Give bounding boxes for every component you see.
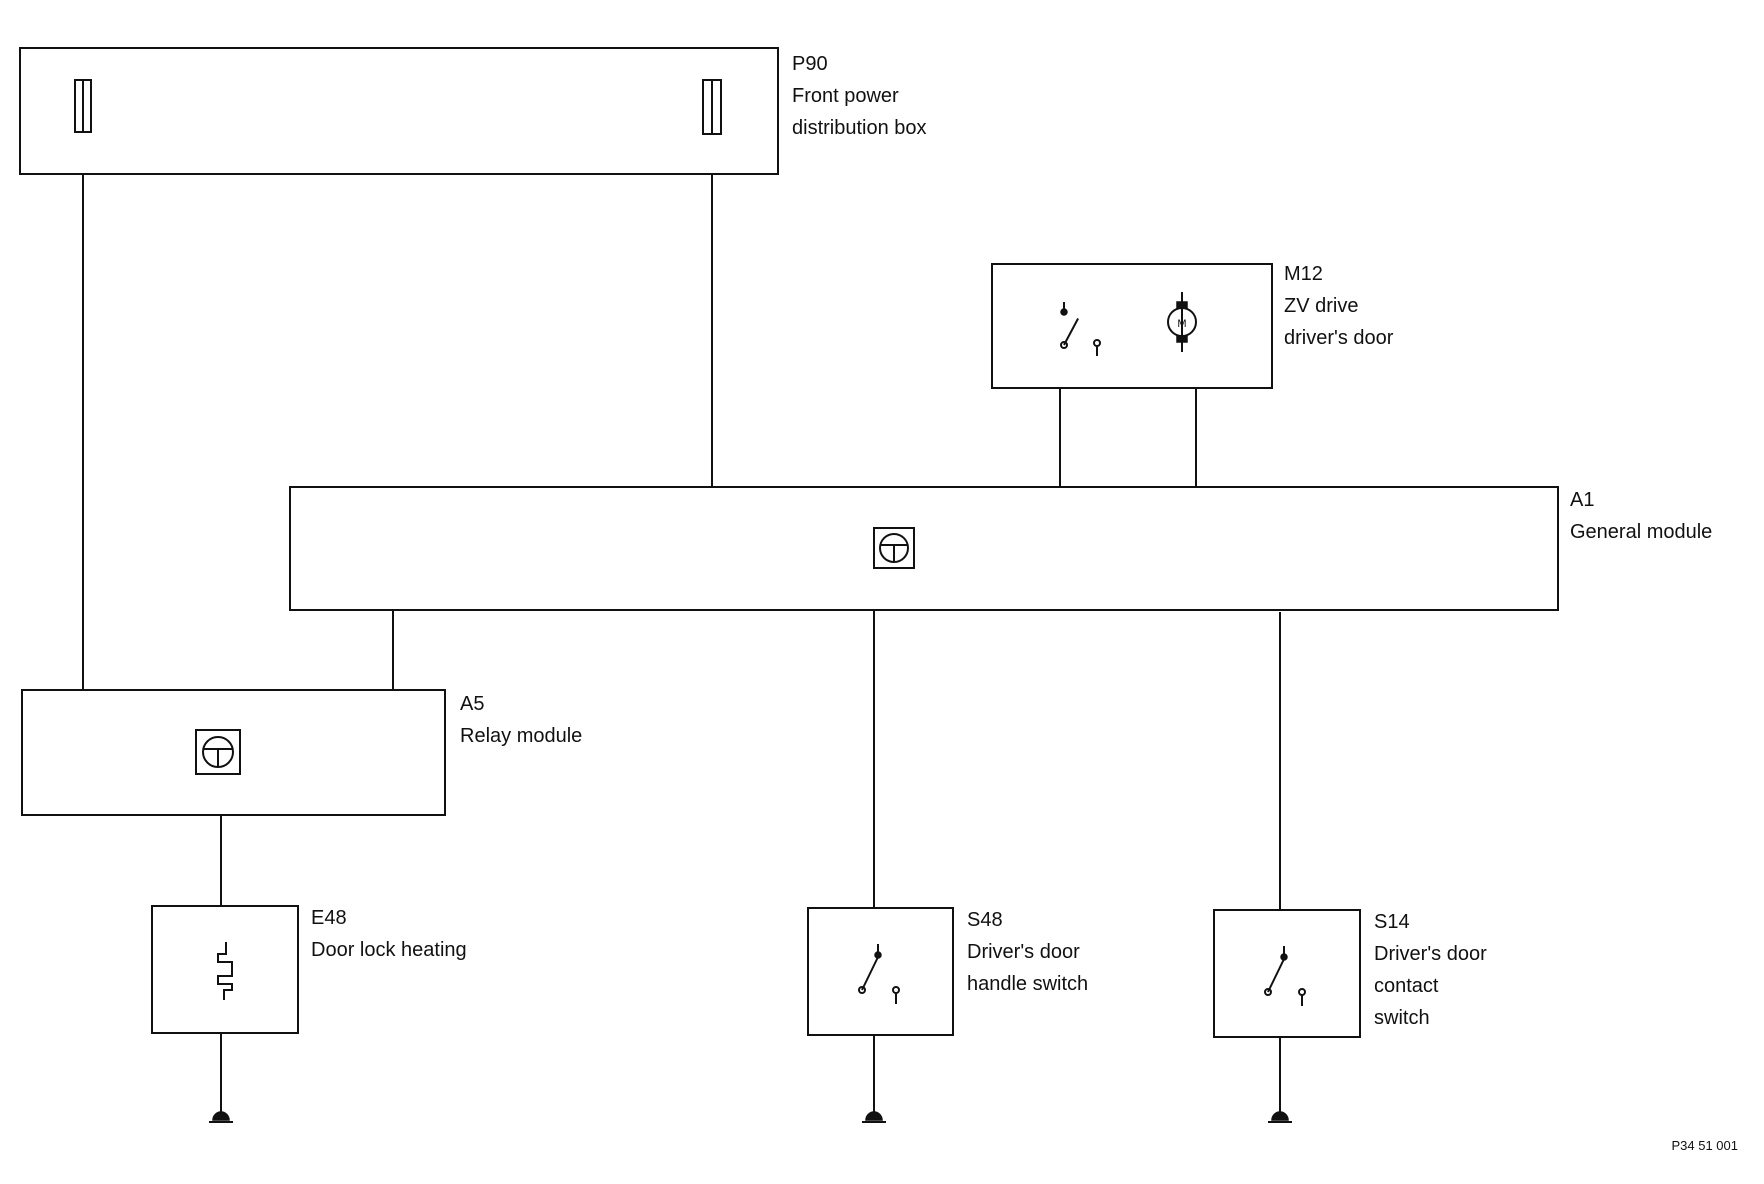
- e48-desc-line-1: Door lock heating: [311, 939, 467, 961]
- motor-icon: M: [1167, 292, 1197, 352]
- ground-icon: [212, 1111, 230, 1121]
- s14-id-label: S14: [1374, 911, 1410, 933]
- a1-desc-line-1: General module: [1570, 521, 1712, 543]
- switch-icon: [1060, 302, 1101, 356]
- ground-e48: [209, 1111, 233, 1123]
- heating-element-icon: [217, 942, 233, 1000]
- s14-desc-line-2: contact: [1374, 975, 1439, 997]
- figure-reference: P34 51 001: [1671, 1138, 1738, 1153]
- p90-desc-line-1: Front power: [792, 85, 899, 107]
- component-e48: E48 Door lock heating: [151, 905, 467, 1034]
- component-p90: P90 Front power distribution box: [19, 47, 927, 175]
- component-s48: S48 Driver's door handle switch: [807, 907, 1088, 1036]
- control-unit-icon: [873, 527, 915, 569]
- s48-id-label: S48: [967, 909, 1003, 931]
- p90-id-label: P90: [792, 53, 828, 75]
- switch-icon: [858, 944, 900, 1004]
- e48-box: [151, 905, 299, 1034]
- m12-id-label: M12: [1284, 263, 1323, 285]
- s14-desc-line-3: switch: [1374, 1007, 1430, 1029]
- e48-id-label: E48: [311, 907, 347, 929]
- s48-box: [807, 907, 954, 1036]
- a5-desc-line-1: Relay module: [460, 725, 582, 747]
- component-m12: M M12 ZV drive driver's door: [991, 263, 1394, 389]
- s14-desc-line-1: Driver's door: [1374, 943, 1487, 965]
- s48-desc-line-2: handle switch: [967, 973, 1088, 995]
- a1-box: [289, 486, 1559, 611]
- svg-text:M: M: [1177, 318, 1186, 330]
- ground-s14: [1268, 1111, 1292, 1123]
- component-s14: S14 Driver's door contact switch: [1213, 909, 1487, 1038]
- s48-desc-line-1: Driver's door: [967, 941, 1080, 963]
- m12-desc-line-2: driver's door: [1284, 327, 1394, 349]
- ground-icon: [865, 1111, 883, 1121]
- ground-s48: [862, 1111, 886, 1123]
- a5-id-label: A5: [460, 693, 484, 715]
- switch-icon: [1264, 946, 1306, 1006]
- m12-box: [991, 263, 1273, 389]
- ground-icon: [1271, 1111, 1289, 1121]
- component-a1: A1 General module: [289, 486, 1712, 611]
- a1-id-label: A1: [1570, 489, 1594, 511]
- p90-box: [19, 47, 779, 175]
- p90-desc-line-2: distribution box: [792, 117, 927, 139]
- s14-box: [1213, 909, 1361, 1038]
- component-a5: A5 Relay module: [21, 689, 582, 816]
- wires: [82, 132, 1281, 1112]
- control-unit-icon: [195, 729, 241, 775]
- m12-desc-line-1: ZV drive: [1284, 295, 1358, 317]
